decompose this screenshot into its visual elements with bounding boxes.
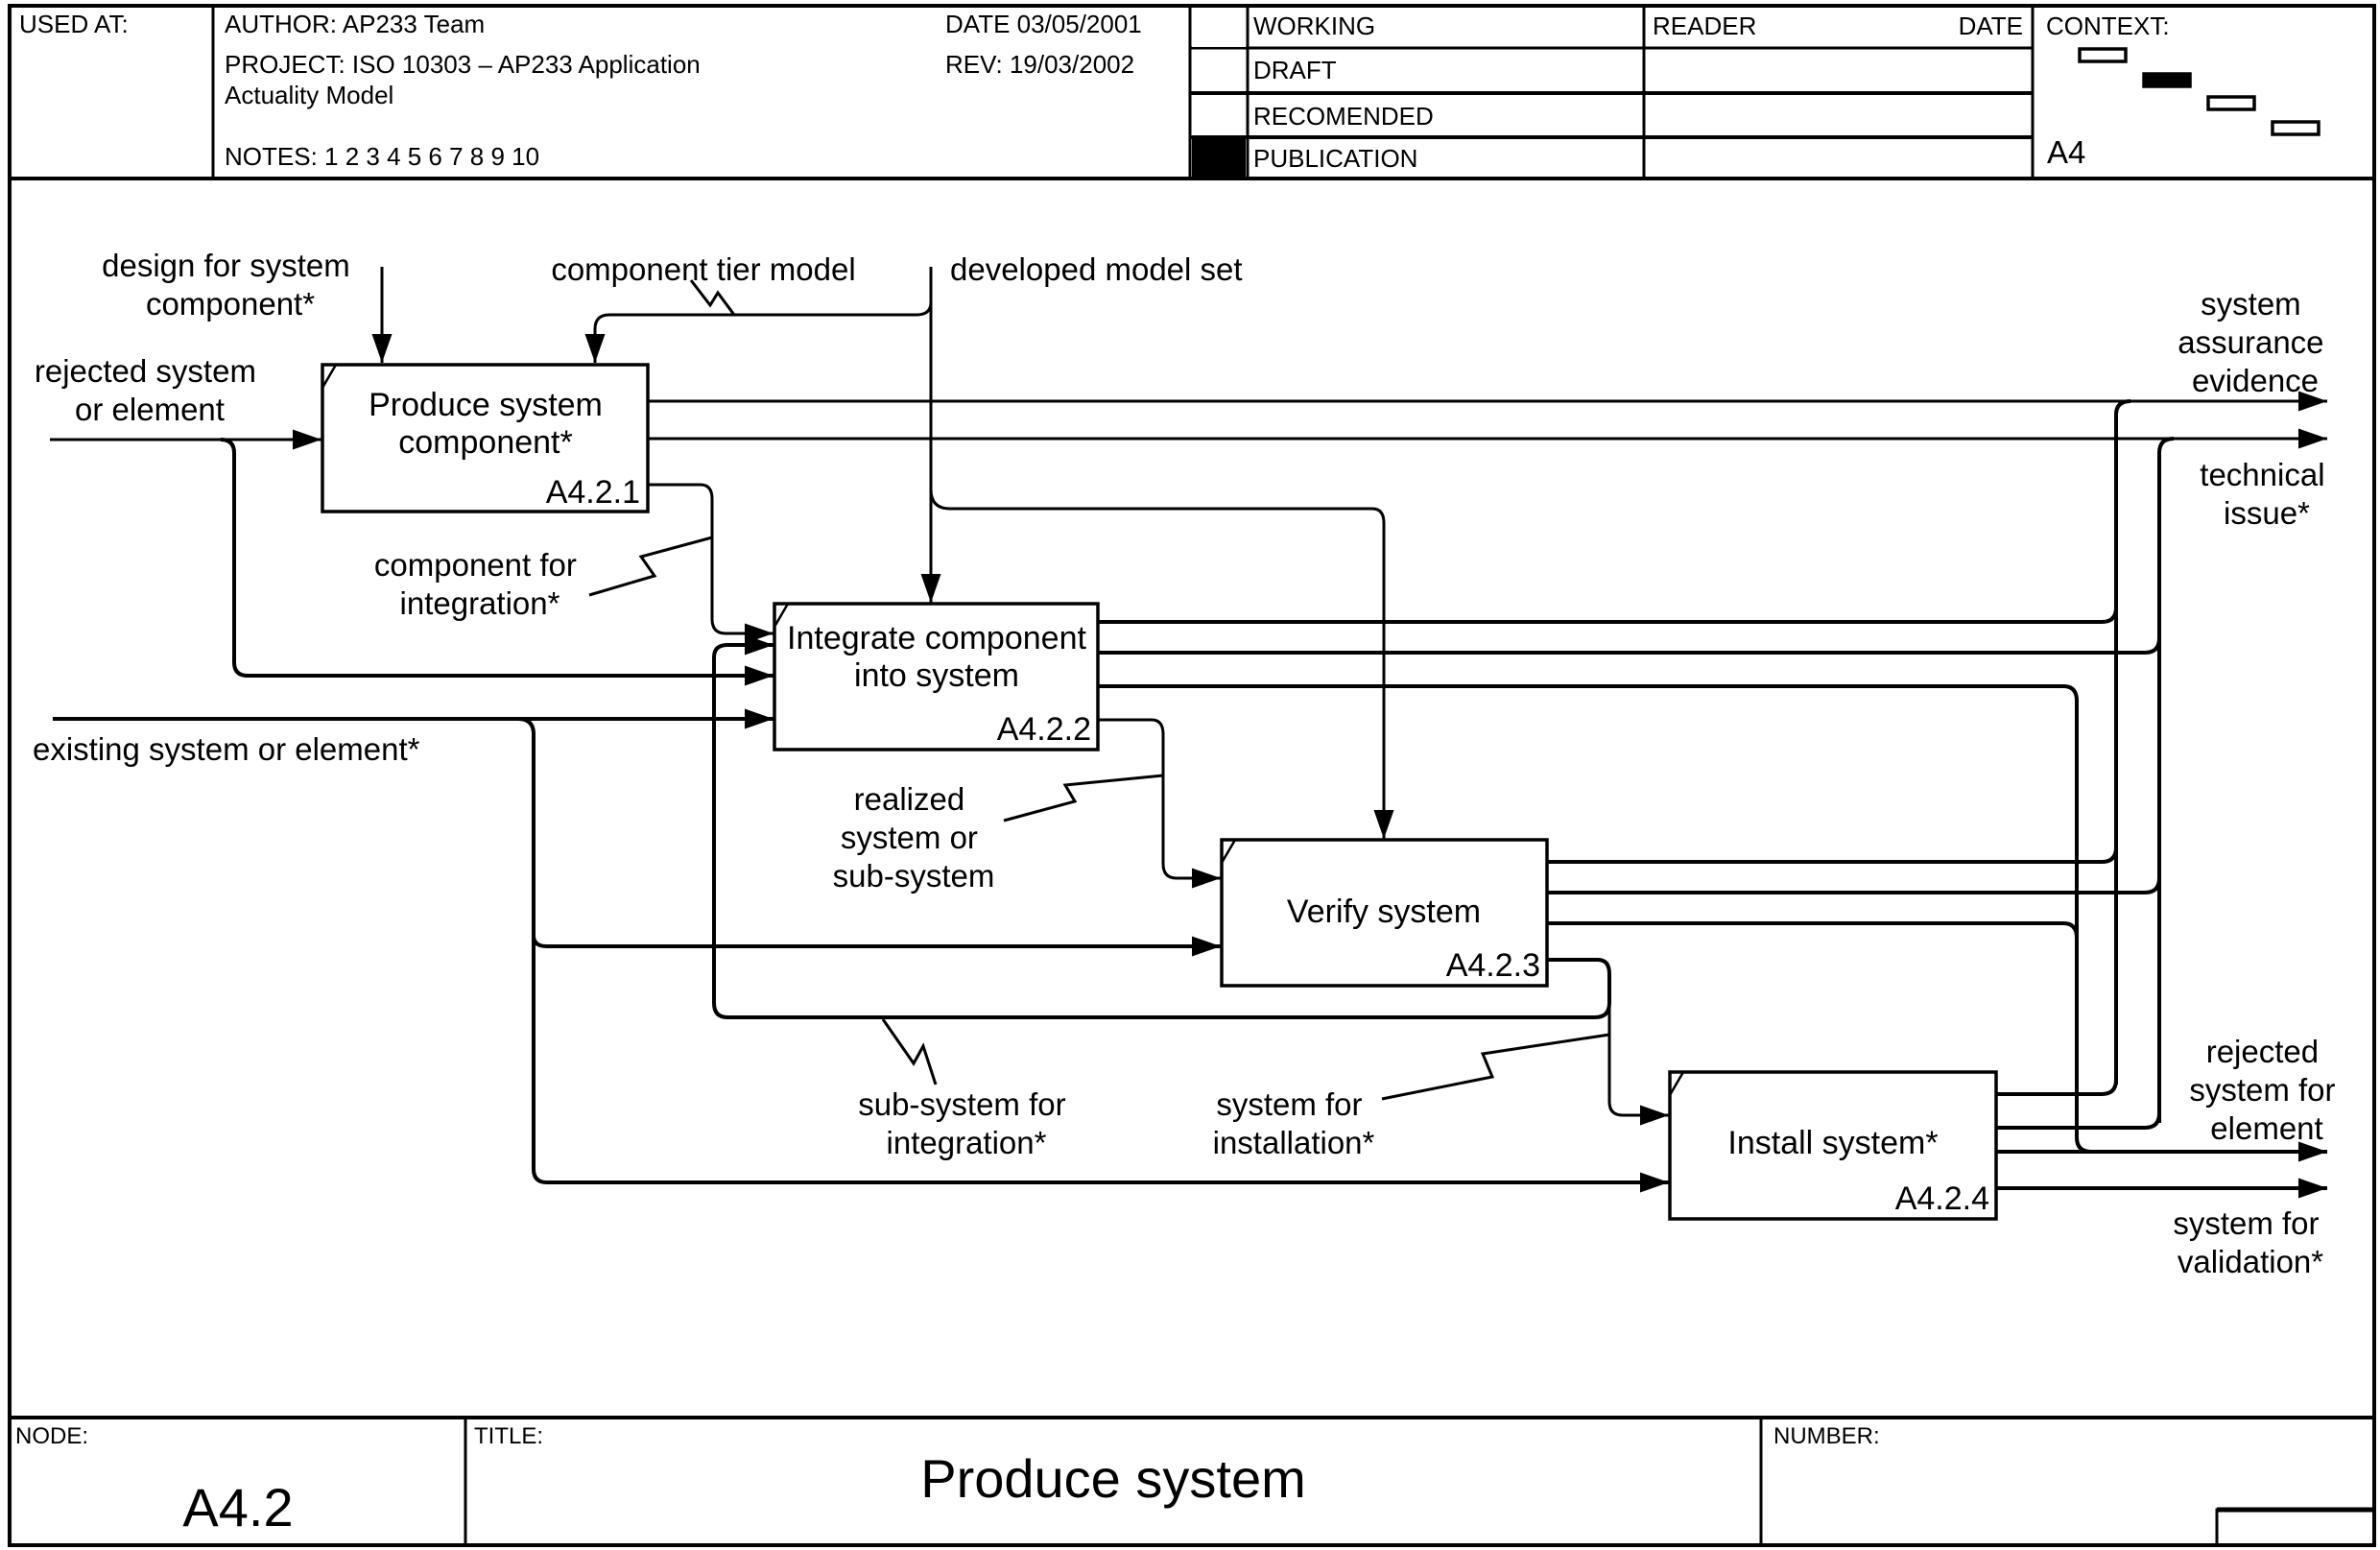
activity-box-a4-2-4[interactable]: Install system* A4.2.4 bbox=[1668, 1070, 1998, 1221]
reader-date-label: DATE bbox=[1959, 12, 2023, 40]
arrow-labels: design for system component* component t… bbox=[33, 248, 2344, 1279]
status-checkbox-publication[interactable] bbox=[1192, 139, 1246, 178]
activity-node-number: A4.2.1 bbox=[546, 474, 640, 511]
connectors bbox=[50, 267, 2327, 1199]
arrow-developed-model-set-to-verify bbox=[929, 489, 1394, 839]
label-component-tier-model: component tier model bbox=[551, 251, 855, 287]
footer-block: NODE: A4.2 TITLE: Produce system NUMBER: bbox=[10, 1416, 2376, 1547]
activity-node-number: A4.2.4 bbox=[1895, 1180, 1989, 1217]
reader-label: READER bbox=[1653, 12, 1756, 40]
arrow-existing-to-install bbox=[532, 936, 1669, 1193]
label-system-for-installation: system for installation* bbox=[1213, 1086, 1375, 1160]
status-label-publication: PUBLICATION bbox=[1253, 144, 1417, 173]
node-value: A4.2 bbox=[182, 1477, 293, 1538]
node-label: NODE: bbox=[15, 1423, 88, 1449]
project-field-line2: Actuality Model bbox=[225, 81, 393, 109]
number-sub-box bbox=[2215, 1508, 2376, 1547]
activity-node-number: A4.2.2 bbox=[997, 711, 1091, 748]
arrow-verify-out-3 bbox=[1547, 921, 2079, 939]
project-field-line1: PROJECT: ISO 10303 – AP233 Application bbox=[225, 50, 701, 79]
date-field: DATE 03/05/2001 bbox=[945, 10, 1142, 38]
rev-field: REV: 19/03/2002 bbox=[945, 50, 1134, 79]
context-box-2 bbox=[2142, 72, 2192, 88]
arrow-integrate-out-1 bbox=[1098, 607, 2118, 624]
status-checkbox-draft[interactable] bbox=[1192, 50, 1246, 91]
status-label-draft: DRAFT bbox=[1253, 56, 1337, 84]
context-label: CONTEXT: bbox=[2046, 12, 2170, 40]
header-block: USED AT: AUTHOR: AP233 Team PROJECT: ISO… bbox=[10, 6, 2374, 180]
label-system-for-validation: system for validation* bbox=[2173, 1205, 2327, 1279]
arrow-verify-out-2 bbox=[1547, 877, 2161, 894]
activity-title: Verify system bbox=[1287, 894, 1481, 930]
arrow-realized-system bbox=[1098, 718, 1221, 889]
label-technical-issue: technical issue* bbox=[2200, 457, 2333, 531]
collector-technical bbox=[2157, 437, 2175, 1123]
arrow-component-tier-model bbox=[584, 301, 933, 363]
arrow-install-out-2 bbox=[1996, 1112, 2161, 1130]
squiggle-realized-system bbox=[1003, 774, 1164, 823]
label-existing-system-or-element: existing system or element* bbox=[33, 731, 420, 767]
arrow-install-out-1 bbox=[1996, 1079, 2118, 1096]
arrow-system-for-installation bbox=[1607, 1003, 1669, 1126]
title-label: TITLE: bbox=[474, 1423, 543, 1449]
squiggle-component-for-integration bbox=[588, 536, 713, 597]
label-design-for-system-component: design for system component* bbox=[102, 248, 359, 322]
status-label-recomended: RECOMENDED bbox=[1253, 102, 1434, 131]
activity-node-number: A4.2.3 bbox=[1446, 947, 1540, 984]
arrow-integrate-out-2 bbox=[1098, 637, 2161, 655]
label-rejected-system-for-element: rejected system for element bbox=[2189, 1034, 2344, 1146]
label-system-assurance-evidence: system assurance evidence bbox=[2178, 286, 2332, 398]
activity-box-a4-2-1[interactable]: Produce system component* A4.2.1 bbox=[321, 363, 650, 513]
label-realized-system: realized system or sub-system bbox=[833, 781, 995, 894]
notes-field: NOTES: 1 2 3 4 5 6 7 8 9 10 bbox=[225, 142, 539, 171]
arrow-sub-system-for-integration bbox=[712, 634, 1611, 1019]
number-label: NUMBER: bbox=[1773, 1423, 1880, 1449]
context-box-4 bbox=[2271, 120, 2320, 136]
context-diagram bbox=[2078, 47, 2320, 136]
activity-title: Integrate component bbox=[787, 620, 1086, 656]
squiggle-sub-system-for-integration bbox=[881, 1018, 938, 1085]
diagram-title: Produce system bbox=[920, 1448, 1306, 1509]
arrow-rejected-to-integrate bbox=[220, 438, 774, 686]
status-checkbox-recomended[interactable] bbox=[1192, 95, 1246, 135]
label-component-for-integration: component for integration* bbox=[374, 547, 585, 621]
squiggle-system-for-installation bbox=[1381, 1033, 1610, 1101]
arrow-verify-out-1 bbox=[1547, 847, 2118, 864]
page-frame bbox=[8, 4, 2376, 1547]
activity-title-2: component* bbox=[398, 424, 572, 461]
context-box-1 bbox=[2078, 47, 2128, 63]
label-sub-system-for-integration: sub-system for integration* bbox=[858, 1086, 1075, 1160]
used-at-label: USED AT: bbox=[19, 10, 129, 38]
squiggle-component-tier-model bbox=[689, 279, 736, 316]
context-node: A4 bbox=[2047, 134, 2085, 170]
context-box-3 bbox=[2206, 95, 2256, 111]
activity-title-2: into system bbox=[854, 657, 1019, 694]
activity-box-a4-2-3[interactable]: Verify system A4.2.3 bbox=[1220, 838, 1549, 988]
activity-title: Install system* bbox=[1727, 1125, 1938, 1161]
activity-title: Produce system bbox=[369, 387, 603, 423]
arrow-component-for-integration bbox=[649, 483, 774, 644]
status-label-working: WORKING bbox=[1253, 12, 1375, 40]
label-rejected-system-or-element: rejected system or element bbox=[35, 353, 265, 427]
label-developed-model-set: developed model set bbox=[950, 251, 1243, 287]
author-field: AUTHOR: AP233 Team bbox=[225, 10, 485, 38]
status-checkbox-working[interactable] bbox=[1192, 8, 1246, 47]
collector-assurance bbox=[2114, 399, 2131, 1085]
activity-box-a4-2-2[interactable]: Integrate component into system A4.2.2 bbox=[773, 602, 1100, 751]
